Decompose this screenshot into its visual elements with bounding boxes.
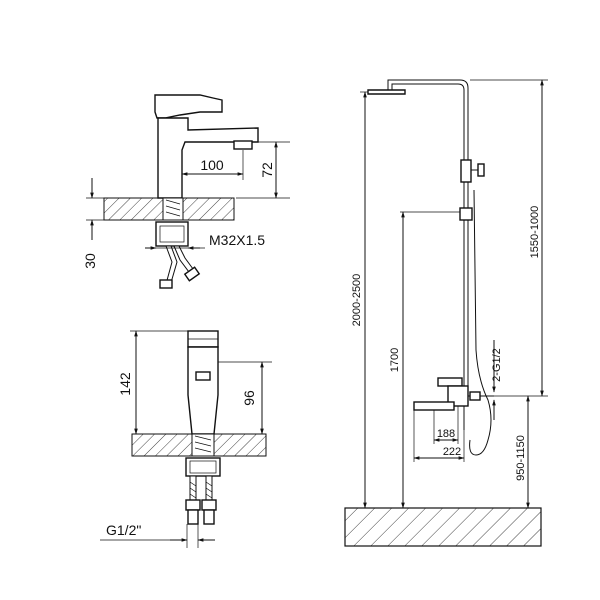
front-nut <box>185 457 221 477</box>
dim-mixer-adjust: 950-1150 <box>515 435 527 481</box>
slide-bracket <box>459 207 473 221</box>
fixing-nut <box>155 221 189 247</box>
dim-spout-reach: 100 <box>200 157 224 173</box>
dim-mixer-depth: 188 <box>437 428 455 440</box>
dim-mixer-height: 1700 <box>389 348 401 372</box>
column-spout <box>413 401 455 411</box>
dim-inlet: G1/2" <box>106 522 141 538</box>
shower-hose <box>469 189 492 456</box>
column-mixer-handle <box>437 377 463 387</box>
shank <box>162 197 184 221</box>
dim-total-height: 142 <box>117 372 133 396</box>
shower-column: 2000-2500 1700 1550-1000 950-1150 2-G1/2… <box>344 79 548 547</box>
dim-thread: M32X1.5 <box>209 232 265 248</box>
handshower-holder <box>460 159 472 183</box>
dim-body-height: 96 <box>241 390 257 406</box>
dim-spout-reach-column: 222 <box>443 446 461 458</box>
floor-section <box>344 507 542 547</box>
basin-mixer-side-view: 100 72 30 M32X1.5 <box>82 94 290 289</box>
dim-column-adjust: 1550-1000 <box>529 206 541 259</box>
dim-spout-height: 72 <box>259 162 275 178</box>
dim-deck-thickness: 30 <box>82 253 98 269</box>
front-body <box>187 346 219 435</box>
dim-overall-height: 2000-2500 <box>351 274 363 327</box>
basin-mixer-front-view: 142 96 G1/2" <box>100 330 272 548</box>
aerator <box>233 140 253 150</box>
overhead-shower-head <box>367 89 406 95</box>
handle-lever <box>154 94 223 119</box>
dim-inlet-centers: 2-G1/2 <box>491 348 503 382</box>
